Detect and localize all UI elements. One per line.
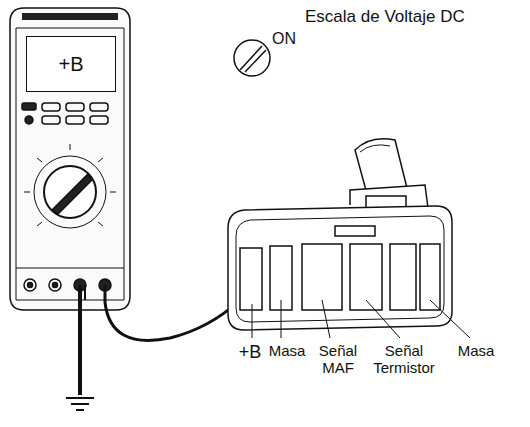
pin-label: Masa [458,343,495,360]
ignition-key [234,40,270,76]
meter-display: +B [26,36,116,92]
leader-lines [252,300,470,338]
ground-lead [66,285,94,410]
pin-label: Señal Termistor [364,343,444,376]
diagram-title: Escala de Voltaje DC [305,8,465,27]
maf-connector [228,139,452,330]
probe-lead [105,285,240,340]
display-text: +B [58,53,83,75]
switch-label: ON [272,30,296,48]
pin-label: Señal MAF [313,343,363,376]
pin-label: Masa [269,343,306,360]
multimeter [10,8,130,310]
pin-label: +B [239,343,262,363]
